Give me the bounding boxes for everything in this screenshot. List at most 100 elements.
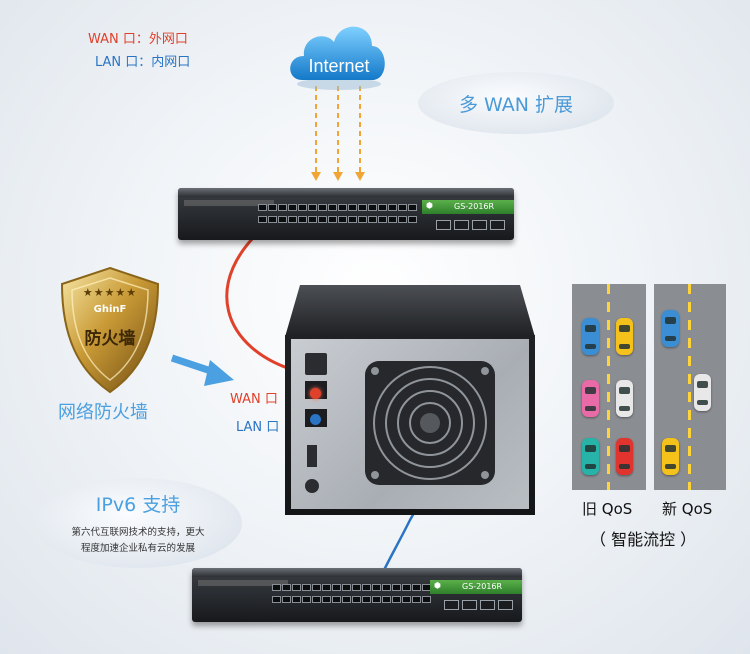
ethernet-port: [272, 584, 281, 591]
qos-caption: （ 智能流控 ）: [590, 530, 697, 549]
ethernet-port: [318, 204, 327, 211]
ethernet-port: [258, 204, 267, 211]
ethernet-port: [382, 596, 391, 603]
ethernet-port: [292, 596, 301, 603]
ethernet-port: [298, 216, 307, 223]
firewall-arrowhead: [204, 360, 234, 386]
power-port: [305, 479, 319, 493]
ethernet-port: [408, 204, 417, 211]
old-qos-road: [572, 284, 646, 490]
ethernet-port: [412, 596, 421, 603]
ethernet-port: [332, 584, 341, 591]
lan-port-label: LAN 口: [236, 420, 280, 435]
lan-port-dot: [310, 414, 321, 425]
ethernet-port: [402, 584, 411, 591]
usb-ports: [305, 353, 327, 375]
ethernet-port: [352, 584, 361, 591]
shield-brand: GhinF: [93, 304, 127, 315]
ethernet-port: [272, 596, 281, 603]
multi-wan-bubble: 多 WAN 扩展: [418, 72, 614, 134]
ethernet-port: [358, 204, 367, 211]
fan-grill-icon: [365, 361, 495, 485]
arrowhead-2: [333, 172, 343, 181]
fan: [361, 357, 499, 489]
ethernet-port: [312, 584, 321, 591]
car: [662, 438, 679, 475]
lane-divider: [688, 284, 691, 490]
cloud-icon: [290, 26, 385, 90]
ethernet-port: [288, 216, 297, 223]
arrowhead-1: [311, 172, 321, 181]
switch-model: GS-2016R: [462, 582, 503, 591]
ipv6-title: IPv6 支持: [95, 494, 181, 516]
car: [616, 318, 633, 355]
arrowhead-3: [355, 172, 365, 181]
ethernet-port: [328, 216, 337, 223]
ethernet-port: [408, 216, 417, 223]
firewall-caption: 网络防火墙: [58, 402, 148, 423]
car: [616, 380, 633, 417]
ethernet-port: [362, 584, 371, 591]
ethernet-port: [308, 204, 317, 211]
ethernet-port: [322, 596, 331, 603]
ethernet-port: [328, 204, 337, 211]
ethernet-port: [268, 216, 277, 223]
ethernet-port: [422, 596, 431, 603]
internet-cloud: Internet: [284, 12, 394, 94]
multi-wan-text: 多 WAN 扩展: [458, 94, 574, 116]
hdmi-port: [307, 445, 317, 467]
car: [694, 374, 711, 411]
ethernet-port: [412, 584, 421, 591]
bottom-switch: ⬢ GS-2016R: [192, 568, 522, 622]
wan-cable: [225, 222, 322, 392]
internet-links: [315, 86, 361, 174]
ethernet-port: [378, 216, 387, 223]
ethernet-port: [332, 596, 341, 603]
ipv6-line-1: 第六代互联网技术的支持，更大: [71, 527, 205, 538]
car: [582, 380, 599, 417]
top-switch: ⬢ GS-2016R: [178, 188, 514, 240]
ethernet-port: [388, 216, 397, 223]
ethernet-port: [372, 584, 381, 591]
ethernet-port: [368, 204, 377, 211]
firewall-arrow-shaft: [170, 354, 216, 376]
shield-stars: ★★★★★: [82, 286, 138, 299]
new-qos-road: [654, 284, 726, 490]
ethernet-port: [338, 204, 347, 211]
ethernet-port: [382, 584, 391, 591]
car: [582, 438, 599, 475]
router-body: [285, 335, 535, 515]
ethernet-port: [302, 584, 311, 591]
ethernet-port: [398, 216, 407, 223]
brand-panel: ⬢ GS-2016R: [422, 200, 514, 214]
switch-label-strip: [198, 580, 288, 586]
ethernet-port: [368, 216, 377, 223]
car: [582, 318, 599, 355]
wan-port-dot: [310, 388, 321, 399]
car: [616, 438, 633, 475]
ipv6-bubble: IPv6 支持 第六代互联网技术的支持，更大 程度加速企业私有云的发展: [34, 478, 242, 568]
ethernet-port: [342, 596, 351, 603]
wan-port-label: WAN 口: [230, 392, 278, 407]
ethernet-port: [278, 204, 287, 211]
ethernet-port: [268, 204, 277, 211]
ethernet-port: [278, 216, 287, 223]
ethernet-port: [292, 584, 301, 591]
ethernet-port: [258, 216, 267, 223]
port-grid: [258, 204, 418, 234]
ethernet-port: [358, 216, 367, 223]
old-qos-label: 旧 QoS: [582, 500, 633, 518]
ethernet-port: [282, 596, 291, 603]
ethernet-port: [388, 204, 397, 211]
brand-logo: ⬢: [434, 581, 441, 590]
ethernet-port: [302, 596, 311, 603]
ethernet-port: [378, 204, 387, 211]
ethernet-port: [298, 204, 307, 211]
ethernet-port: [318, 216, 327, 223]
ethernet-port: [312, 596, 321, 603]
ethernet-port: [372, 596, 381, 603]
internet-arrowheads: [311, 172, 365, 181]
ethernet-port: [288, 204, 297, 211]
ethernet-port: [402, 596, 411, 603]
cloud-label: Internet: [308, 56, 370, 76]
